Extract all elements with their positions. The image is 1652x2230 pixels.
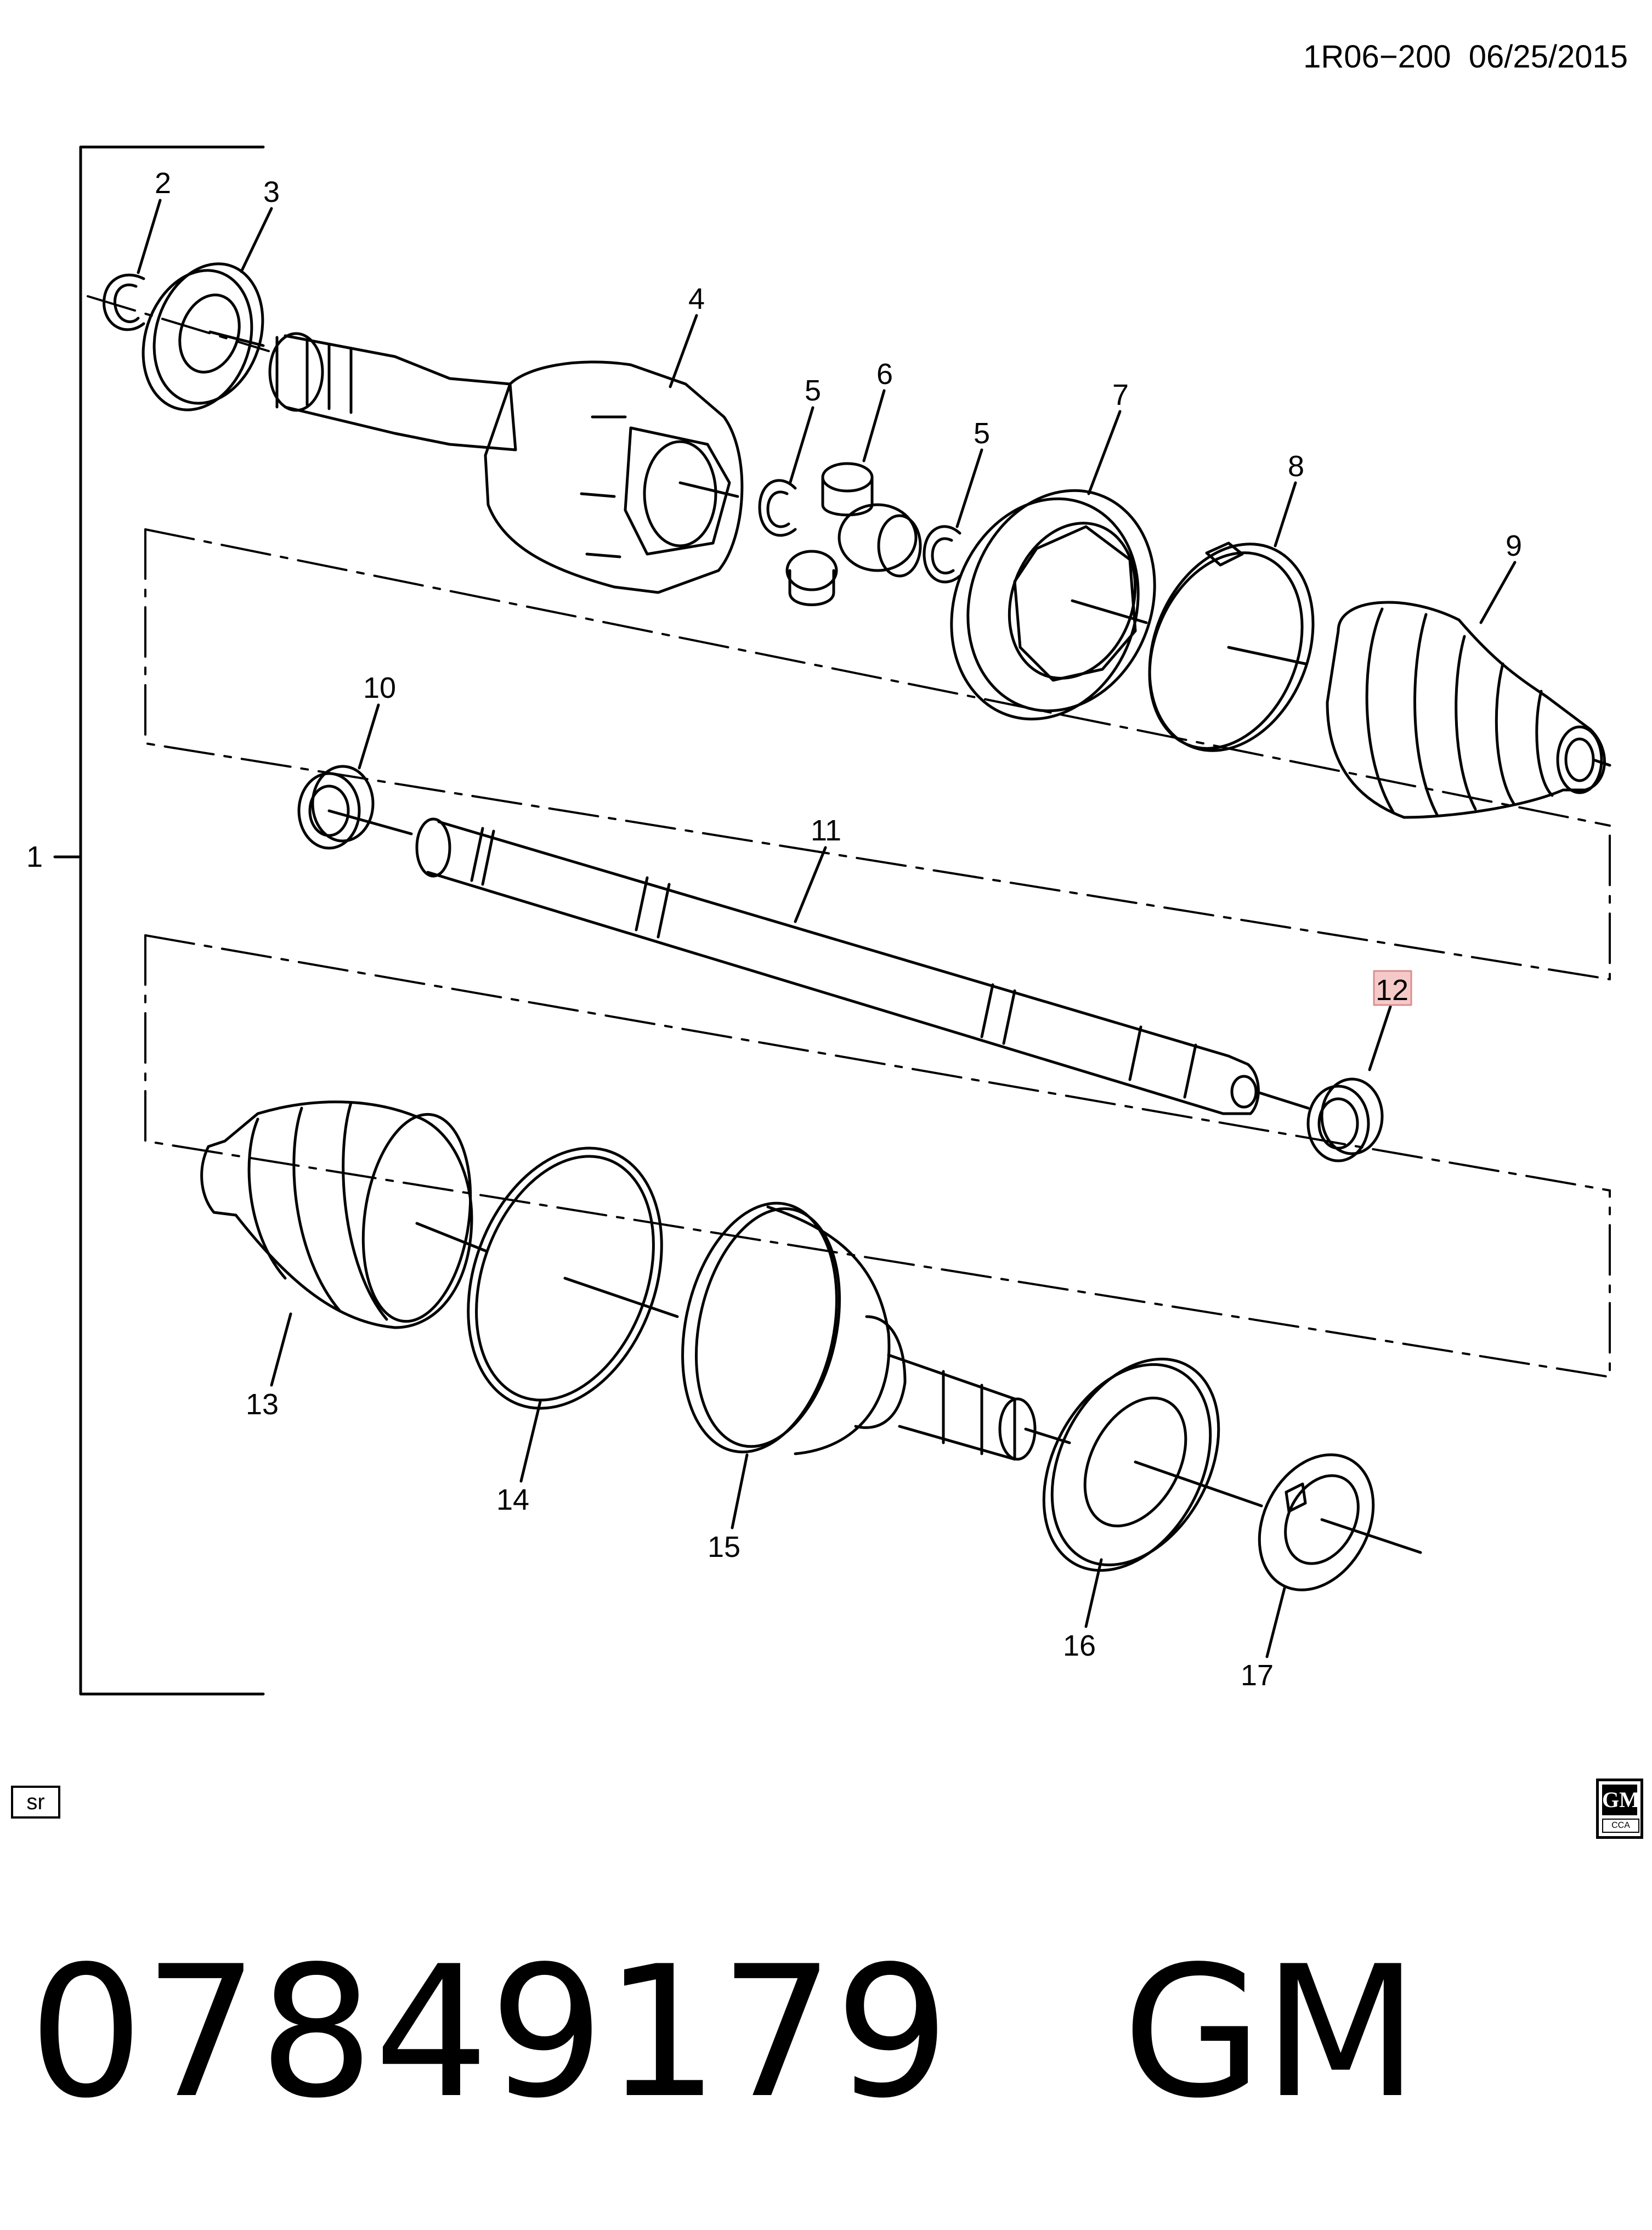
drawing-header: 1R06−200 06/25/2015 [1303, 38, 1628, 75]
part-4-inner-housing [268, 332, 744, 594]
part-15-outer-cv-joint [681, 1201, 1037, 1461]
callout-12-highlight [1373, 970, 1412, 1006]
part-number: 07849179 [29, 1927, 950, 2138]
callout-14: 14 [496, 1483, 529, 1516]
callout-5-right: 5 [974, 417, 990, 450]
part-5-snap-ring-left [758, 479, 797, 537]
gm-logo-icon: GM CCA [1596, 1779, 1643, 1839]
part-17-washer [1258, 1453, 1375, 1591]
callout-15: 15 [708, 1531, 740, 1563]
callout-7: 7 [1112, 379, 1129, 411]
footer-part-line: 07849179 GM [29, 1942, 1419, 2123]
part-10-deflector-ring [297, 765, 375, 850]
drawing-code: 1R06−200 [1303, 39, 1451, 75]
part-11-shaft [415, 817, 1260, 1115]
callout-4: 4 [688, 283, 705, 315]
part-6-tripod [785, 462, 922, 606]
part-2-retaining-ring [103, 273, 145, 331]
part-5-snap-ring-right [923, 525, 961, 584]
phantom-lines [87, 295, 1611, 1378]
leader-lines [137, 199, 1611, 1658]
part-8-boot-clamp [1148, 541, 1315, 752]
drawing-date: 06/25/2015 [1468, 39, 1628, 75]
part-9-inner-boot [1326, 601, 1606, 819]
callout-8: 8 [1288, 450, 1304, 483]
part-16-seal [1042, 1357, 1220, 1572]
part-3-seal [142, 262, 264, 411]
callout-3: 3 [263, 176, 280, 208]
part-13-outer-boot [200, 1100, 473, 1329]
part-7-housing-ring [950, 489, 1156, 721]
callout-1: 1 [26, 840, 43, 873]
exploded-view-drawing: 1 2 3 4 5 6 5 7 8 9 10 11 12 13 14 15 16… [26, 145, 1611, 1696]
callout-2: 2 [155, 167, 171, 200]
callout-11: 11 [811, 814, 841, 847]
callout-labels: 1 2 3 4 5 6 5 7 8 9 10 11 12 13 14 15 16… [26, 167, 1522, 1692]
part-12-deflector-ring [1306, 1077, 1384, 1162]
callout-6: 6 [876, 358, 893, 391]
callout-17: 17 [1241, 1659, 1274, 1692]
callout-13: 13 [246, 1388, 279, 1421]
brand-name: GM [1122, 1927, 1419, 2138]
gm-logo-top: GM [1602, 1785, 1640, 1815]
callout-10: 10 [363, 671, 396, 704]
callout-5-left: 5 [805, 374, 821, 407]
callout-9: 9 [1506, 529, 1522, 562]
gm-logo-bottom: CCA [1602, 1819, 1639, 1833]
assembly-bracket [79, 145, 265, 1696]
callout-12: 12 [1376, 974, 1408, 1007]
callout-16: 16 [1063, 1629, 1096, 1662]
sr-badge: sr [11, 1786, 60, 1819]
